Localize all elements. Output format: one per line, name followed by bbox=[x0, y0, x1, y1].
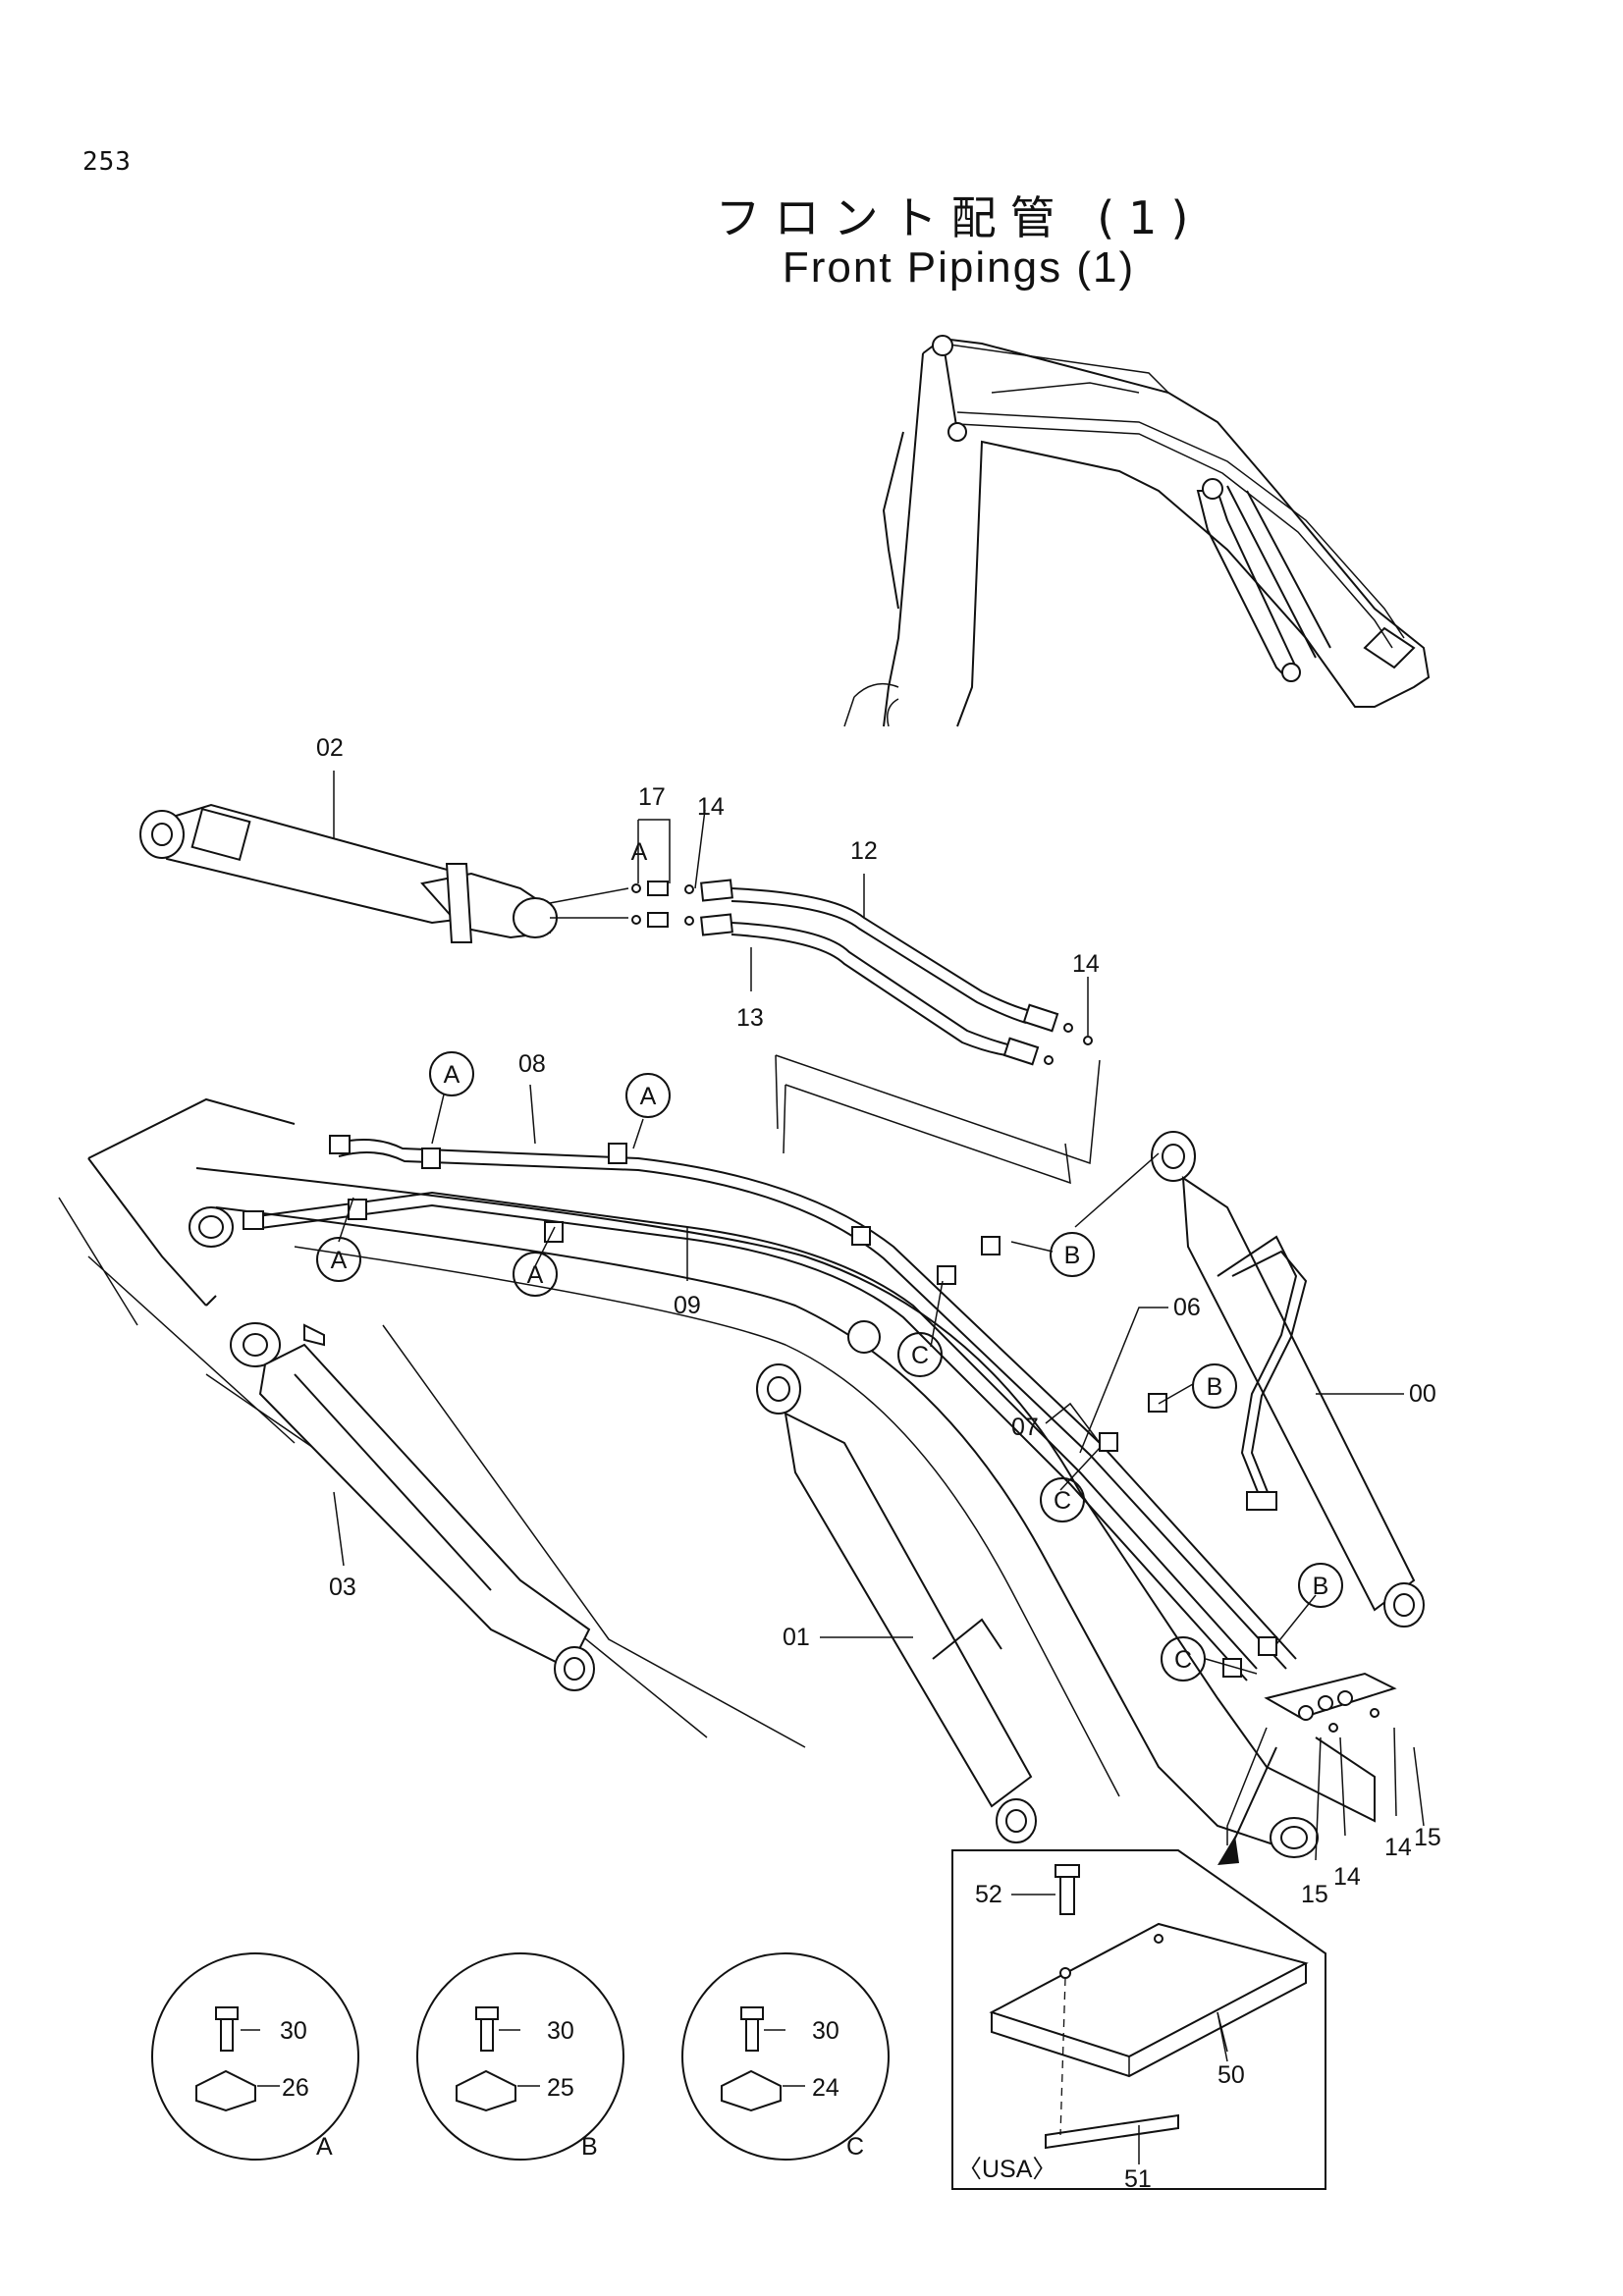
label-part-09: 09 bbox=[674, 1292, 701, 1319]
callout-a-3: A bbox=[316, 1237, 361, 1282]
detail-a-clamp: 26 bbox=[282, 2074, 309, 2102]
label-part-07: 07 bbox=[1011, 1414, 1039, 1441]
detail-view-b bbox=[416, 1952, 624, 2161]
label-part-52: 52 bbox=[975, 1881, 1002, 1908]
title-english: Front Pipings (1) bbox=[782, 243, 1136, 292]
detail-a-bolt: 30 bbox=[280, 2017, 307, 2045]
pipe-block bbox=[1264, 1672, 1397, 1733]
label-part-12: 12 bbox=[850, 837, 878, 865]
callout-b-1: B bbox=[1050, 1232, 1095, 1277]
svg-text:B: B bbox=[1207, 1373, 1223, 1401]
overview-sketch bbox=[843, 335, 1431, 727]
detail-b-clamp: 25 bbox=[547, 2074, 574, 2102]
label-part-15-right: 15 bbox=[1414, 1824, 1441, 1851]
detail-c-clamp: 24 bbox=[812, 2074, 839, 2102]
callout-a-1: A bbox=[429, 1051, 474, 1096]
label-part-01: 01 bbox=[783, 1624, 810, 1651]
label-part-17: 17 bbox=[638, 783, 666, 811]
callout-c-3: C bbox=[1161, 1636, 1206, 1682]
label-usa: 〈USA〉 bbox=[957, 2156, 1056, 2183]
svg-text:A: A bbox=[631, 838, 648, 866]
fittings-17 bbox=[631, 881, 694, 928]
callout-c-1: C bbox=[897, 1332, 943, 1377]
page-number: 253 bbox=[82, 147, 132, 177]
arm-cylinder-assembly bbox=[139, 803, 629, 943]
label-part-14-top: 14 bbox=[697, 793, 725, 821]
detail-view-a bbox=[151, 1952, 359, 2161]
detail-c-bolt: 30 bbox=[812, 2017, 839, 2045]
label-part-08: 08 bbox=[518, 1050, 546, 1078]
exploded-frame bbox=[775, 1054, 1101, 1185]
svg-text:A: A bbox=[331, 1247, 348, 1274]
svg-text:C: C bbox=[1174, 1646, 1192, 1674]
detail-b-bolt: 30 bbox=[547, 2017, 574, 2045]
svg-text:A: A bbox=[444, 1061, 460, 1089]
label-part-02: 02 bbox=[316, 734, 344, 762]
boom-cylinder-01 bbox=[756, 1320, 1037, 1843]
label-part-50: 50 bbox=[1217, 2061, 1245, 2089]
label-part-14-right: 14 bbox=[1072, 950, 1100, 978]
leader-lines bbox=[333, 771, 1425, 2062]
detail-a-letter: A bbox=[316, 2133, 333, 2161]
usa-inset bbox=[951, 1727, 1326, 2190]
boom-cylinder-03 bbox=[230, 1322, 595, 1691]
label-part-51: 51 bbox=[1124, 2165, 1152, 2193]
boom bbox=[58, 1097, 1376, 1858]
detail-c-letter: C bbox=[846, 2133, 864, 2161]
label-part-14-lower: 14 bbox=[1333, 1863, 1361, 1891]
label-part-13: 13 bbox=[736, 1004, 764, 1032]
callout-pointers bbox=[338, 1094, 1317, 1675]
svg-text:A: A bbox=[527, 1261, 544, 1289]
label-part-00: 00 bbox=[1409, 1380, 1436, 1408]
svg-text:B: B bbox=[1313, 1573, 1329, 1600]
detail-view-c bbox=[681, 1952, 890, 2161]
svg-text:C: C bbox=[911, 1342, 929, 1369]
svg-text:C: C bbox=[1054, 1487, 1071, 1515]
callout-a-4: A bbox=[513, 1252, 558, 1297]
label-part-06: 06 bbox=[1173, 1294, 1201, 1321]
label-part-14-lower-right: 14 bbox=[1384, 1834, 1412, 1861]
svg-text:A: A bbox=[640, 1083, 657, 1110]
bucket-cylinder bbox=[1151, 1131, 1425, 1628]
callout-a-2: A bbox=[625, 1073, 671, 1118]
callout-a-5: A bbox=[631, 838, 648, 866]
title-japanese: フロント配管 (1) bbox=[715, 191, 1203, 244]
svg-text:B: B bbox=[1064, 1242, 1081, 1269]
callout-c-2: C bbox=[1040, 1477, 1085, 1522]
callout-b-2: B bbox=[1192, 1363, 1237, 1409]
callout-b-3: B bbox=[1298, 1563, 1343, 1608]
detail-b-letter: B bbox=[581, 2133, 598, 2161]
label-part-15-lower: 15 bbox=[1301, 1881, 1328, 1908]
hoses-12-13 bbox=[700, 879, 1093, 1066]
label-part-03: 03 bbox=[329, 1574, 356, 1601]
